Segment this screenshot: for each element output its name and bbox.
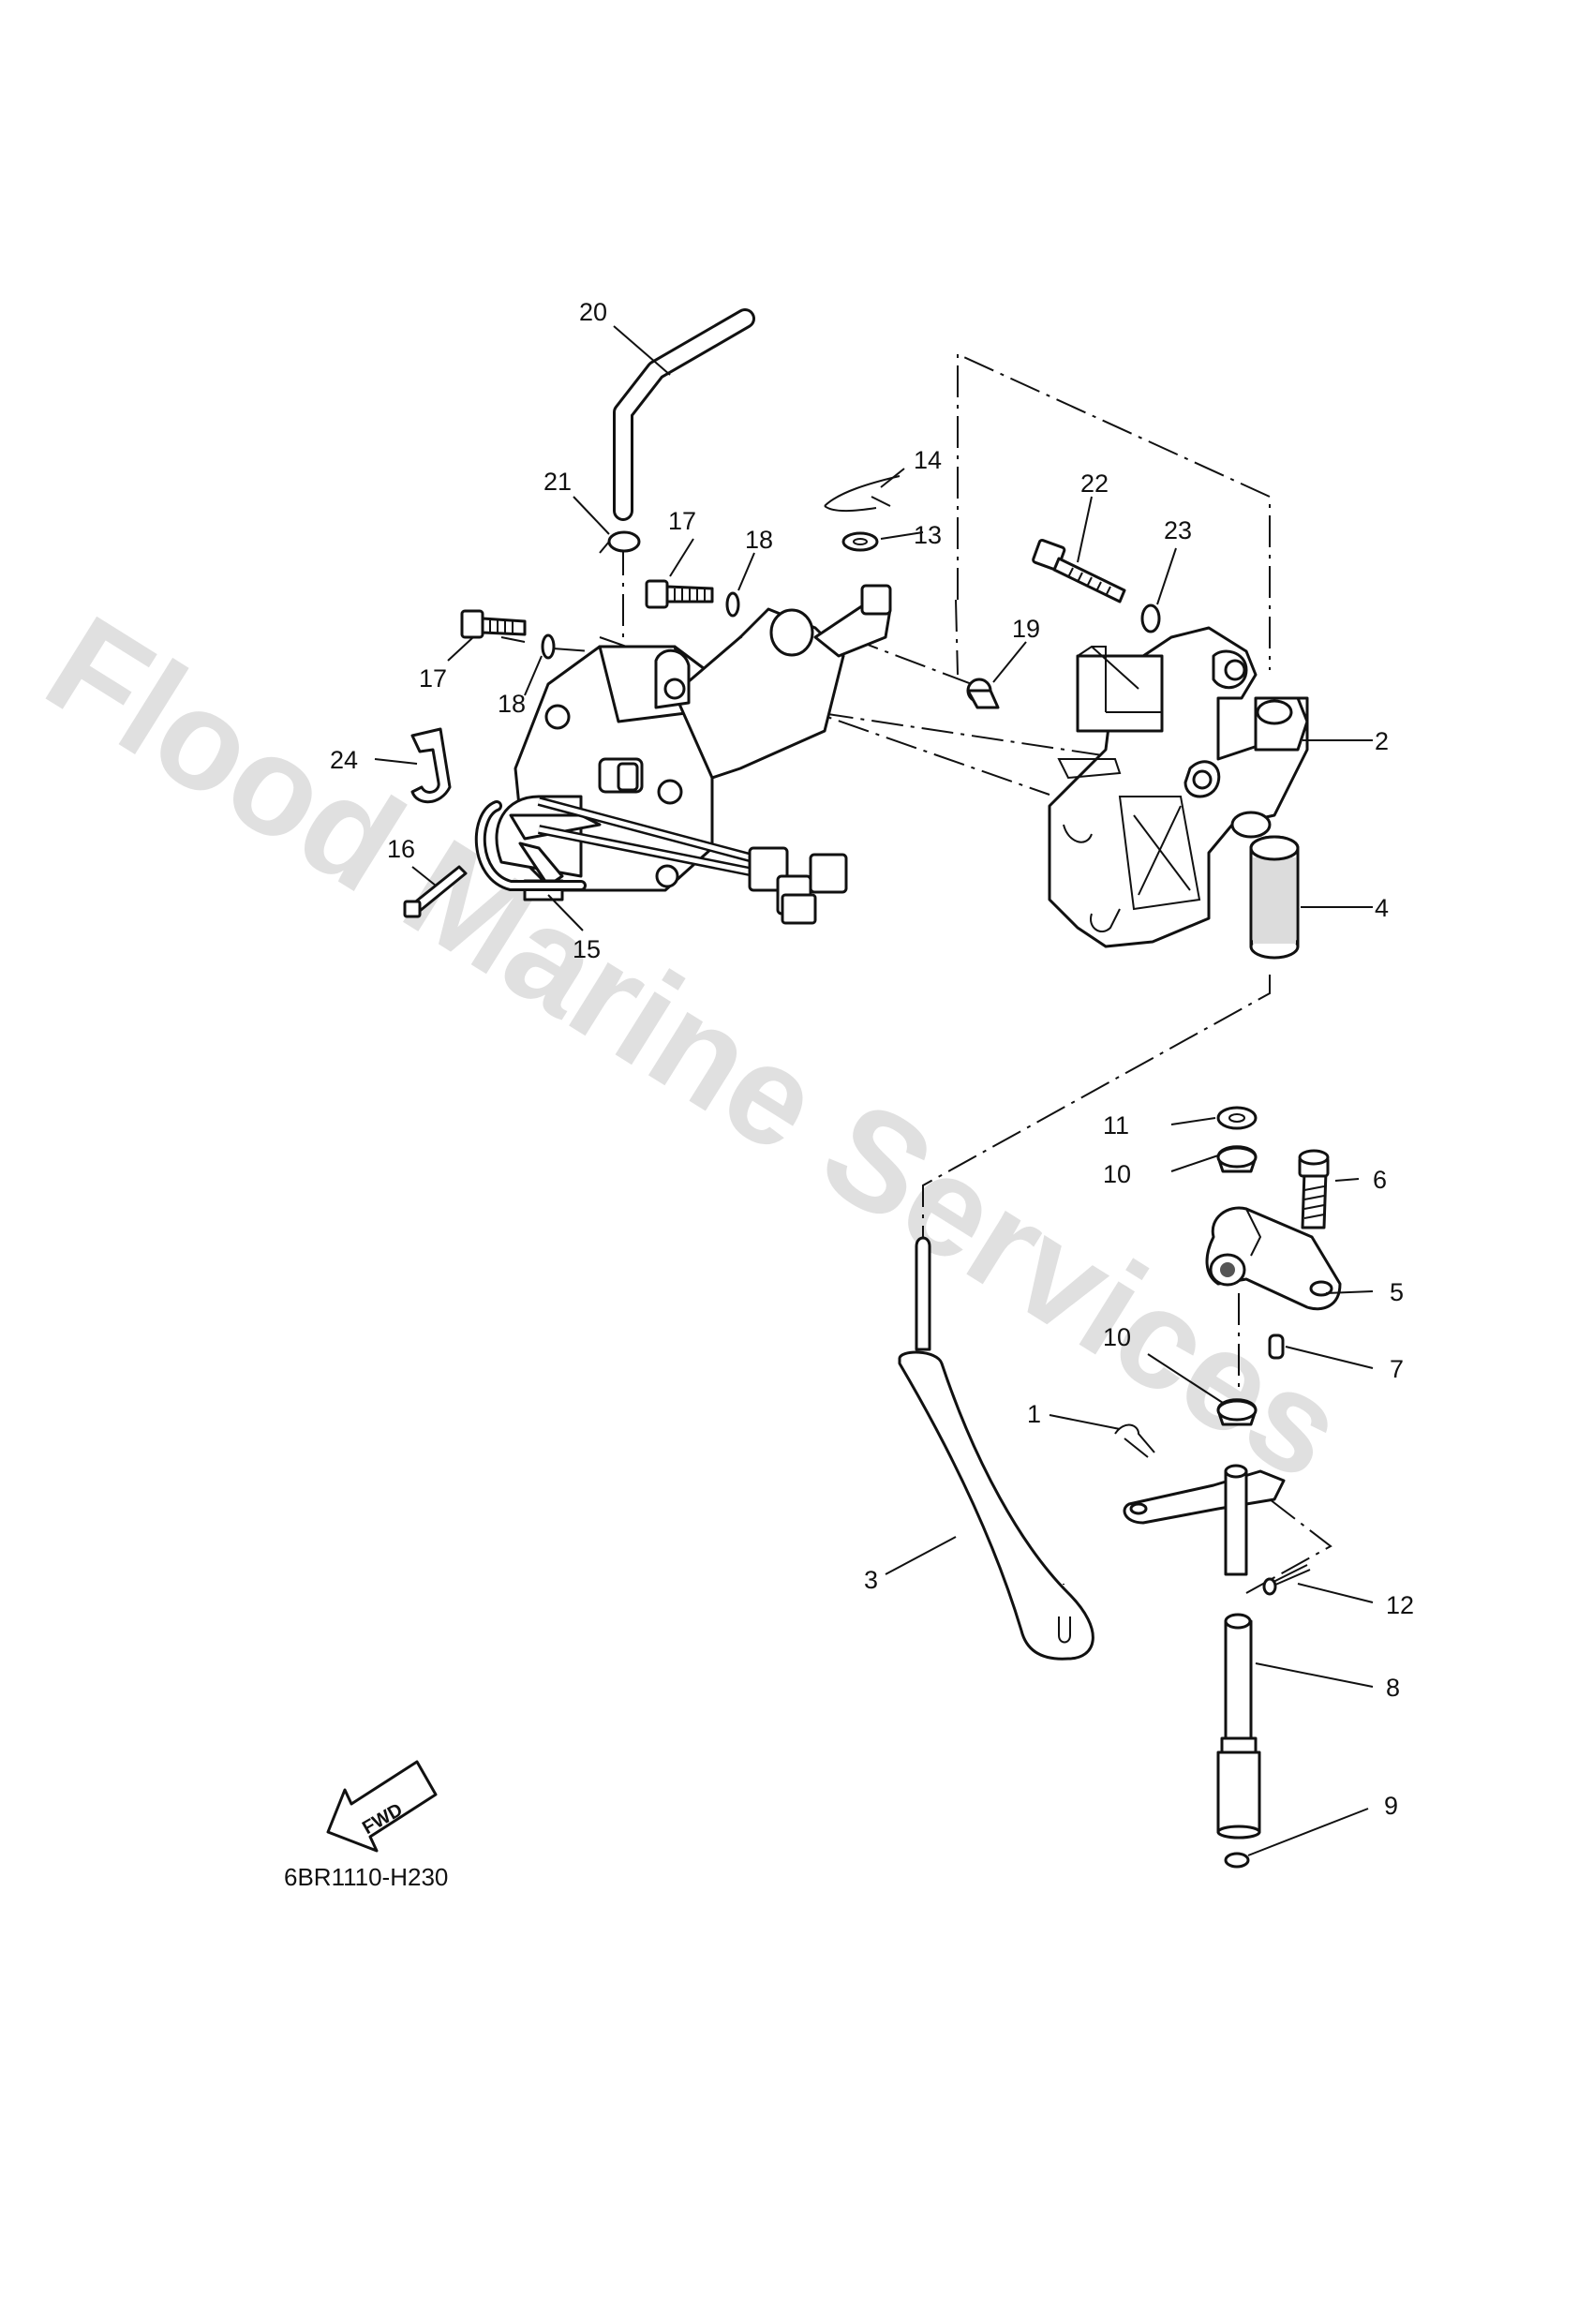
bushing-10-upper	[1216, 1145, 1258, 1173]
clip-21	[599, 530, 641, 554]
callout-7: 7	[1390, 1355, 1404, 1383]
callout-18-upper: 18	[745, 526, 773, 554]
callout-3: 3	[864, 1566, 878, 1594]
callouts: 1 2 3 4 5 6 7 8 9 10 10 11 12 13 14 15 1…	[330, 298, 1414, 1820]
bolt-17-upper	[645, 579, 714, 609]
washer-18-upper	[725, 591, 740, 618]
collar-19	[966, 678, 1000, 709]
callout-18-lower: 18	[498, 690, 526, 718]
callout-16: 16	[387, 835, 415, 863]
callout-5: 5	[1390, 1278, 1404, 1306]
callout-13: 13	[914, 521, 942, 549]
arm-5	[1205, 1206, 1342, 1311]
cotter-pin-12	[1262, 1564, 1311, 1596]
callout-14: 14	[914, 446, 942, 474]
callout-15: 15	[573, 935, 601, 963]
actuator-assembly-15	[474, 584, 892, 925]
shaft-8	[1216, 1613, 1261, 1840]
callout-1: 1	[1027, 1400, 1041, 1428]
lever-3	[898, 1236, 1094, 1661]
washer-13	[841, 531, 879, 552]
callout-20: 20	[579, 298, 607, 326]
callout-9: 9	[1384, 1792, 1398, 1820]
drawing-code: 6BR1110-H230	[284, 1863, 448, 1891]
callout-11: 11	[1103, 1111, 1129, 1140]
callout-4: 4	[1375, 894, 1389, 922]
callout-24: 24	[330, 746, 358, 774]
bracket-2	[1048, 626, 1309, 948]
callout-17-lower: 17	[419, 664, 447, 693]
callout-12: 12	[1386, 1591, 1414, 1619]
tie-band-16	[403, 865, 468, 918]
callout-6: 6	[1373, 1166, 1387, 1194]
callout-22: 22	[1080, 469, 1109, 498]
callout-8: 8	[1386, 1674, 1400, 1702]
callout-17-upper: 17	[668, 507, 696, 535]
bolt-22	[1032, 538, 1126, 603]
bolt-17-left	[460, 609, 527, 639]
callout-23: 23	[1164, 516, 1192, 544]
callout-19: 19	[1012, 615, 1040, 643]
callout-2: 2	[1375, 727, 1389, 755]
callout-10-upper: 10	[1103, 1160, 1131, 1188]
washer-23	[1140, 603, 1161, 633]
fwd-arrow-icon: FWD	[326, 1760, 438, 1853]
pin-7	[1268, 1333, 1285, 1360]
leader-lines	[374, 325, 1374, 1856]
callout-21: 21	[543, 468, 572, 496]
callout-10-lower: 10	[1103, 1323, 1131, 1351]
hose-20	[613, 308, 755, 521]
bellcrank-plate	[1123, 1464, 1286, 1576]
bolt-6	[1298, 1149, 1330, 1229]
clip-1	[1114, 1423, 1155, 1458]
bushing-10-lower	[1216, 1398, 1258, 1426]
o-ring-9	[1224, 1852, 1250, 1869]
clamp-24	[410, 727, 452, 804]
washer-11	[1216, 1106, 1258, 1130]
washer-18-left	[541, 633, 556, 660]
sleeve-4	[1249, 835, 1300, 960]
